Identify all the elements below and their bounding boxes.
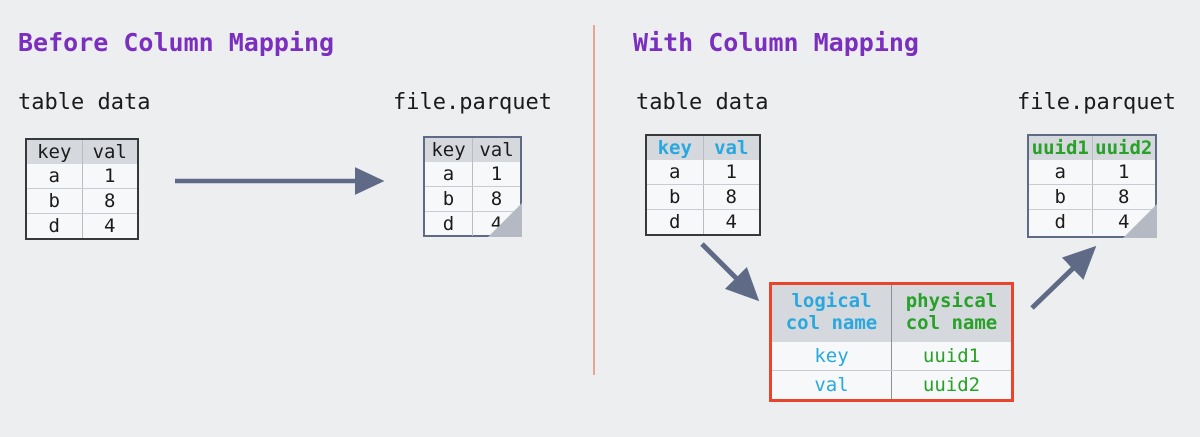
cell-key: a (425, 162, 473, 187)
page-fold-icon (1123, 204, 1157, 238)
cell-val: 8 (703, 184, 760, 210)
panel-divider (593, 25, 595, 375)
cell-key: b (26, 188, 83, 214)
column-header-logical: logical col name (770, 283, 892, 342)
column-header-uuid2: uuid2 (1092, 136, 1155, 160)
left-panel-title: Before Column Mapping (18, 28, 335, 57)
cell-key: a (26, 164, 83, 189)
right-table-data: key val a 1 b 8 d 4 (645, 134, 761, 236)
table-to-mapping-arrow (700, 242, 760, 302)
right-file-parquet-label: file.parquet (1017, 90, 1176, 115)
column-header-key: key (646, 135, 704, 160)
cell-uuid1: a (1029, 160, 1093, 185)
cell-uuid1: d (1029, 209, 1093, 234)
cell-key: a (646, 160, 704, 185)
right-table-data-label: table data (636, 90, 769, 115)
left-table-data: key val a 1 b 8 d 4 (25, 138, 139, 240)
table-row: a 1 (646, 160, 760, 185)
cell-val: 1 (82, 164, 138, 189)
left-table-data-label: table data (18, 90, 151, 115)
cell-physical-name: uuid2 (922, 373, 981, 396)
left-parquet-table: key val a 1 b 8 d 4 (425, 138, 520, 236)
logical-header-line1: logical (791, 290, 872, 312)
cell-uuid1: b (1029, 184, 1093, 210)
table-row: d 4 (26, 213, 138, 239)
cell-val: 1 (703, 160, 760, 185)
cell-key: b (646, 184, 704, 210)
cell-physical-name: uuid1 (891, 341, 1013, 371)
physical-header-line1: physical (905, 290, 998, 312)
cell-val: 4 (104, 215, 116, 237)
table-header-row: key val (26, 139, 138, 164)
column-header-val: val (703, 135, 760, 160)
column-header-val: val (82, 139, 138, 164)
cell-uuid2: 1 (1092, 160, 1155, 185)
column-header-val: val (472, 138, 520, 162)
page-fold-icon (488, 203, 522, 237)
cell-key: d (26, 213, 83, 239)
column-header-physical: physical col name (891, 283, 1013, 342)
cell-logical-name: val (770, 370, 892, 401)
table-header-row: key val (646, 135, 760, 160)
left-file-parquet-label: file.parquet (393, 90, 552, 115)
table-row: b 8 (646, 184, 760, 210)
cell-val: 8 (82, 188, 138, 214)
table-row: b 8 (26, 188, 138, 214)
column-header-key: key (425, 138, 473, 162)
logical-header-line2: col name (785, 311, 878, 334)
table-row: a 1 (425, 162, 520, 187)
column-header-uuid1: uuid1 (1029, 136, 1093, 160)
right-parquet-file: uuid1 uuid2 a 1 b 8 d 4 (1027, 134, 1157, 238)
table-row: b 8 (425, 186, 520, 212)
left-parquet-file: key val a 1 b 8 d 4 (423, 136, 522, 237)
cell-key: b (425, 186, 473, 212)
table-header-row: uuid1 uuid2 (1029, 136, 1155, 160)
table-header-row: logical col name physical col name (770, 283, 1013, 342)
cell-key: d (646, 209, 704, 235)
physical-header-line2: col name (905, 311, 998, 334)
mapping-to-parquet-arrow (1030, 245, 1097, 310)
cell-key: d (425, 211, 473, 236)
cell-val: 1 (472, 162, 520, 187)
table-row: a 1 (1029, 160, 1155, 185)
table-row: a 1 (26, 164, 138, 189)
table-row: d 4 (646, 209, 760, 235)
cell-val: 4 (725, 211, 737, 233)
table-header-row: key val (425, 138, 520, 162)
table-row: val uuid2 (770, 370, 1013, 401)
cell-logical-name: key (770, 341, 892, 371)
column-header-key: key (26, 139, 83, 164)
column-mapping-table: logical col name physical col name key u… (769, 282, 1014, 402)
right-panel-title: With Column Mapping (633, 28, 919, 57)
table-to-parquet-arrow (175, 167, 385, 195)
table-row: key uuid1 (770, 341, 1013, 371)
